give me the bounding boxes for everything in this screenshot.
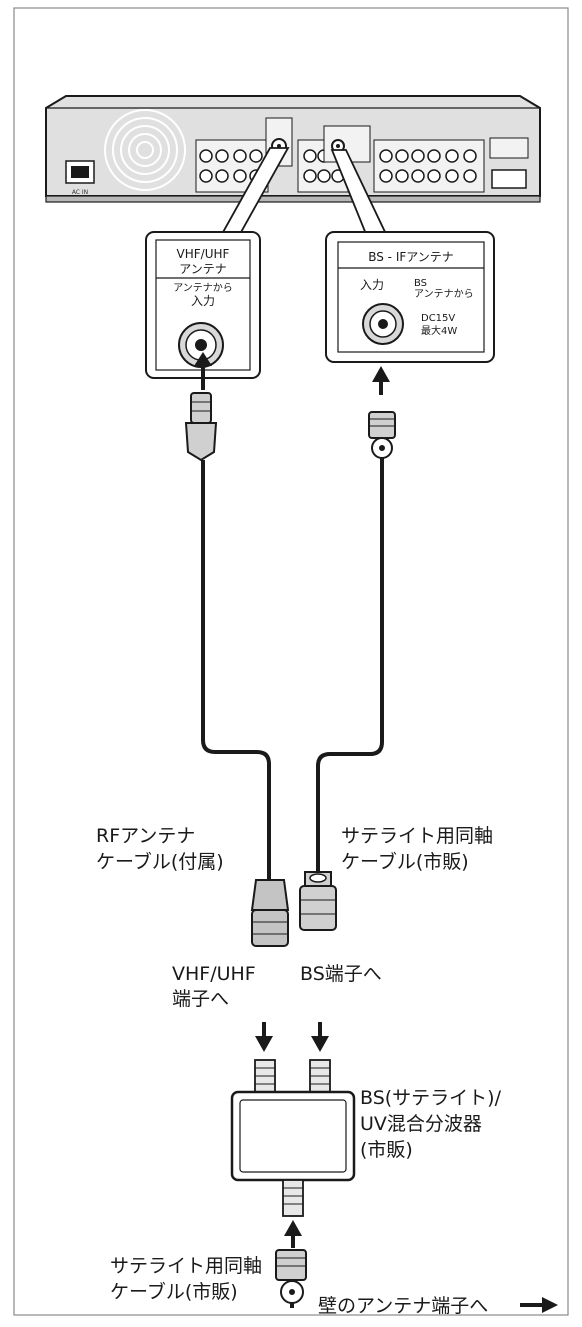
up-arrow-icon (194, 352, 212, 390)
bs-if-callout-panel: BS - IFアンテナ 入力 BS アンテナから DC15V 最大4W (325, 231, 495, 363)
recorder-rear-panel: AC IN (45, 95, 541, 203)
bs-panel-bs: BS (414, 278, 427, 289)
down-arrow-icon (255, 1022, 273, 1052)
rf-cable-label-2: ケーブル(付属) (96, 850, 224, 873)
vhf-uhf-callout-panel: VHF/UHF アンテナ アンテナから 入力 (145, 231, 261, 379)
wall-terminal-label: 壁のアンテナ端子へ (318, 1295, 488, 1317)
sat-cable2-label-2: ケーブル(市販) (110, 1280, 238, 1303)
up-arrow-icon (284, 1220, 302, 1248)
up-arrow-icon (372, 366, 390, 395)
d-terminal (491, 169, 527, 189)
bs-panel-title: BS - IFアンテナ (368, 250, 454, 264)
satellite-coax-cable-upper (316, 458, 384, 872)
fan-grille (104, 109, 186, 191)
control-port (489, 137, 529, 159)
right-arrow-icon (520, 1297, 558, 1313)
mixer-label-3: (市販) (360, 1139, 413, 1161)
av-terminal-group-3 (373, 139, 485, 193)
rf-plug-top (184, 392, 218, 462)
bs-uv-mixer-splitter (230, 1059, 356, 1217)
rf-cable-label-1: RFアンテナ (96, 825, 195, 847)
bs-panel-max: 最大4W (421, 324, 457, 337)
bs-panel-input: 入力 (360, 278, 384, 292)
sat-cable2-label-1: サテライト用同軸 (110, 1255, 262, 1277)
down-arrow-icon (311, 1022, 329, 1052)
vhf-panel-title-1: VHF/UHF (177, 247, 230, 261)
ac-in-label: AC IN (72, 189, 88, 196)
mixer-label-1: BS(サテライト)/ (360, 1087, 502, 1109)
sat-cable-label-1: サテライト用同軸 (341, 825, 493, 847)
mixer-label-2: UV混合分波器 (360, 1113, 482, 1135)
rf-antenna-cable (201, 460, 271, 880)
rf-plug-bottom (250, 879, 290, 947)
vhf-panel-sub-2: 入力 (191, 294, 215, 308)
vhf-terminal-label-2: 端子へ (172, 988, 229, 1010)
bs-terminal-label: BS端子へ (300, 963, 382, 985)
bs-panel-dc: DC15V (421, 313, 455, 324)
f-plug-wall (275, 1249, 307, 1304)
f-plug-bottom (299, 871, 337, 931)
page-border (13, 7, 569, 1316)
f-plug-top (368, 411, 396, 459)
bs-panel-from-antenna: アンテナから (414, 288, 474, 300)
vhf-panel-title-2: アンテナ (179, 262, 227, 276)
vhf-panel-sub-1: アンテナから (173, 282, 233, 294)
vhf-terminal-label-1: VHF/UHF (172, 963, 256, 985)
sat-cable-label-2: ケーブル(市販) (341, 850, 469, 873)
